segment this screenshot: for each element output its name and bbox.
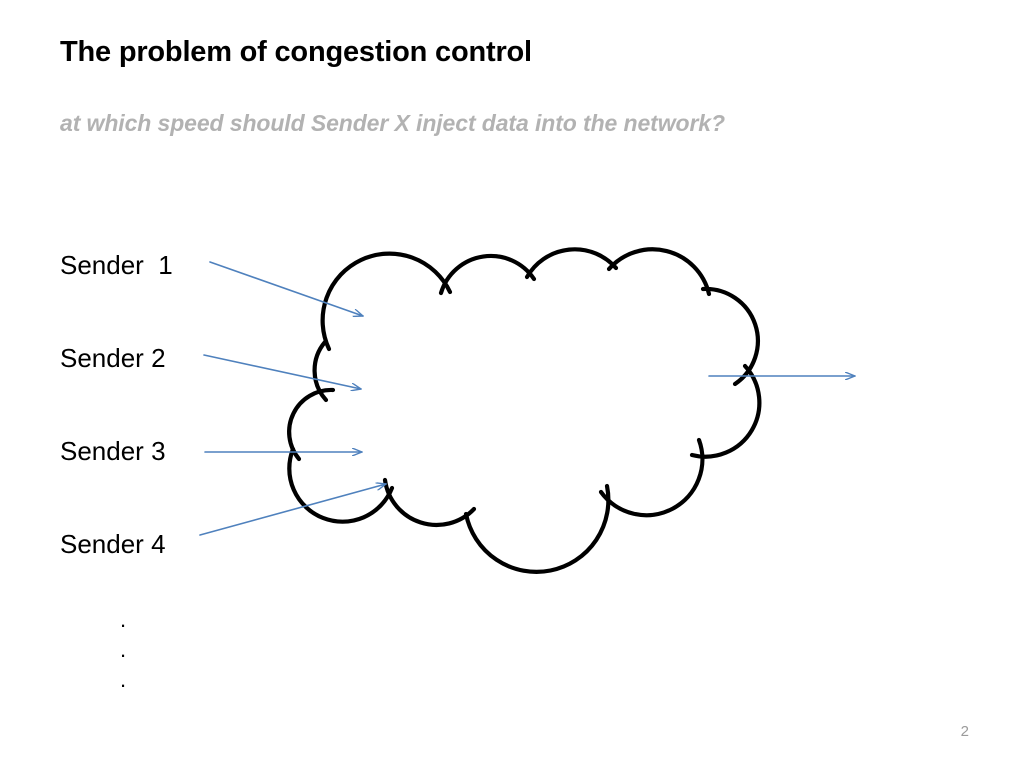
cloud-arc-right-upper <box>700 286 760 387</box>
sender-label-2: Sender 2 <box>60 343 166 373</box>
cloud-shape <box>287 247 762 574</box>
sender-1-arrow <box>209 261 364 316</box>
vertical-ellipsis: . . . <box>120 605 126 695</box>
sender-label-3: Sender 3 <box>60 436 166 466</box>
ellipsis-dot-2: . <box>120 637 127 662</box>
cloud-arc-top-2 <box>524 247 619 280</box>
page-title: The problem of congestion control <box>60 36 532 68</box>
cloud-arc-left-lower <box>287 387 336 462</box>
sender-label-1: Sender 1 <box>60 250 173 280</box>
ellipsis-dot-3: . <box>120 667 127 692</box>
cloud-arc-bottom-right <box>598 437 705 518</box>
cloud-arc-top-3 <box>606 247 712 297</box>
page-subtitle: at which speed should Sender X inject da… <box>60 110 725 136</box>
sender-2-arrow <box>203 354 362 389</box>
cloud-arc-bottom-2 <box>463 483 611 574</box>
cloud-arc-top-1 <box>438 253 537 296</box>
ellipsis-dot-1: . <box>120 607 127 632</box>
cloud-arc-bottom-1 <box>382 477 477 528</box>
cloud-arc-left-upper <box>320 251 453 352</box>
sender-4-arrow <box>199 484 387 536</box>
sender-label-4: Sender 4 <box>60 529 166 559</box>
cloud-arc-bottom-left <box>287 446 395 524</box>
cloud-arc-right-lower <box>689 363 762 459</box>
cloud-arc-left-middle <box>312 339 329 403</box>
page-number: 2 <box>960 723 969 740</box>
